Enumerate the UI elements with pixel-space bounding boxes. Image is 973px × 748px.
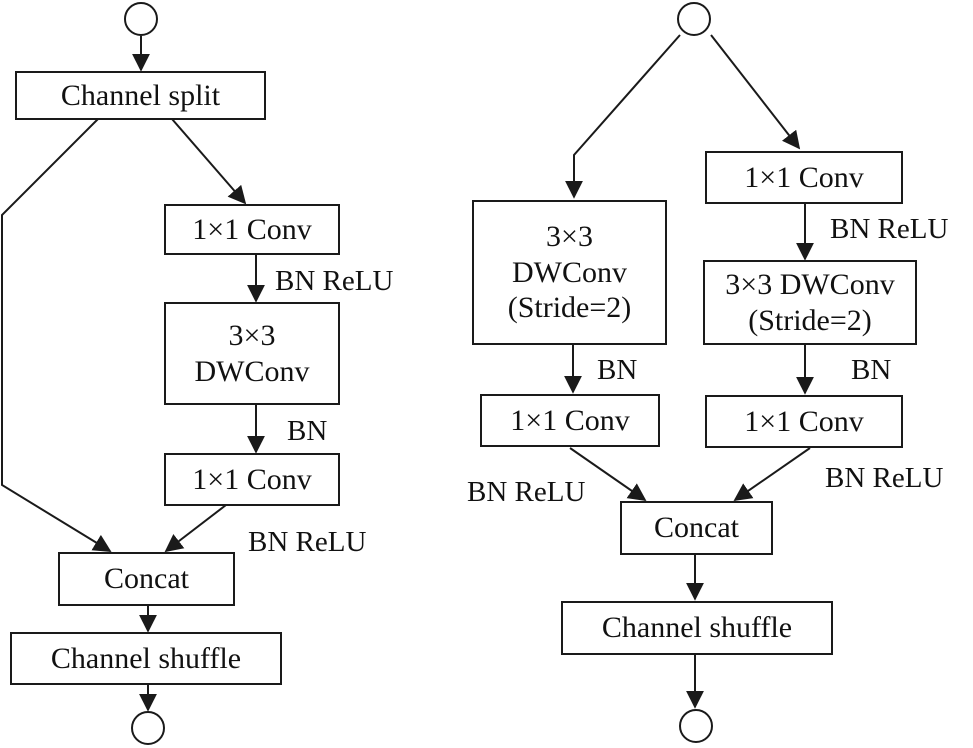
- edge-conv1b-to-concat: [164, 504, 227, 553]
- concat-label: Concat: [104, 562, 189, 596]
- bn-relu-annotation: BN ReLU: [467, 476, 586, 508]
- output-node-left: [131, 711, 165, 745]
- concat-box-left: Concat: [58, 552, 235, 606]
- conv1x1-label: 1×1 Conv: [510, 403, 630, 437]
- dwconv-label: DWConv: [194, 354, 310, 388]
- conv1x1-label: 1×1 Conv: [192, 212, 312, 246]
- channel-split-box: Channel split: [15, 71, 266, 120]
- conv1x1-box-right-a: 1×1 Conv: [480, 394, 660, 447]
- conv1x1-label: 1×1 Conv: [192, 462, 312, 496]
- dwconv-kernel-label: 3×3: [228, 319, 276, 353]
- conv1x1-box-left-bottom: 1×1 Conv: [164, 453, 340, 506]
- bn-annotation: BN: [287, 415, 328, 447]
- edge-conv1-b2-to-concat: [733, 447, 811, 502]
- bn-relu-annotation: BN ReLU: [830, 213, 949, 245]
- dwconv-box-right-a: 3×3 DWConv (Stride=2): [472, 200, 667, 345]
- bn-annotation: BN: [597, 354, 638, 386]
- input-node-left: [124, 2, 158, 36]
- channel-shuffle-box-left: Channel shuffle: [10, 632, 282, 685]
- channel-shuffle-box-right: Channel shuffle: [561, 601, 833, 655]
- dwconv-kernel-label: 3×3: [546, 220, 593, 254]
- bn-relu-annotation: BN ReLU: [248, 526, 367, 558]
- dwconv-label: DWConv: [512, 255, 627, 289]
- conv1x1-label: 1×1 Conv: [744, 404, 864, 438]
- bn-relu-annotation: BN ReLU: [825, 462, 944, 494]
- edge-conv1-a-to-concat: [569, 447, 647, 502]
- edge-input-to-conv1-b: [710, 34, 801, 150]
- dwconv-box-left: 3×3 DWConv: [164, 302, 340, 405]
- channel-shuffle-label: Channel shuffle: [601, 611, 793, 645]
- conv1x1-box-right-b-top: 1×1 Conv: [705, 151, 903, 204]
- channel-split-label: Channel split: [60, 78, 221, 112]
- concat-label: Concat: [654, 511, 739, 545]
- stride-label: (Stride=2): [507, 291, 632, 325]
- input-node-right: [677, 2, 711, 36]
- conv1x1-box-right-b-bottom: 1×1 Conv: [705, 395, 903, 448]
- edge-split-bypass: [1, 118, 112, 552]
- output-node-right: [679, 709, 713, 743]
- bn-relu-annotation: BN ReLU: [275, 265, 394, 297]
- conv1x1-label: 1×1 Conv: [744, 160, 864, 194]
- edge-input-to-dwconv-a: [565, 34, 681, 199]
- dwconv-label: 3×3 DWConv: [725, 268, 895, 302]
- dwconv-box-right-b: 3×3 DWConv (Stride=2): [703, 260, 917, 345]
- stride-label: (Stride=2): [748, 303, 872, 337]
- channel-shuffle-label: Channel shuffle: [50, 641, 242, 675]
- conv1x1-box-left-top: 1×1 Conv: [164, 204, 340, 255]
- concat-box-right: Concat: [620, 501, 773, 555]
- edge-split-to-conv1: [171, 118, 247, 205]
- bn-annotation: BN: [851, 354, 892, 386]
